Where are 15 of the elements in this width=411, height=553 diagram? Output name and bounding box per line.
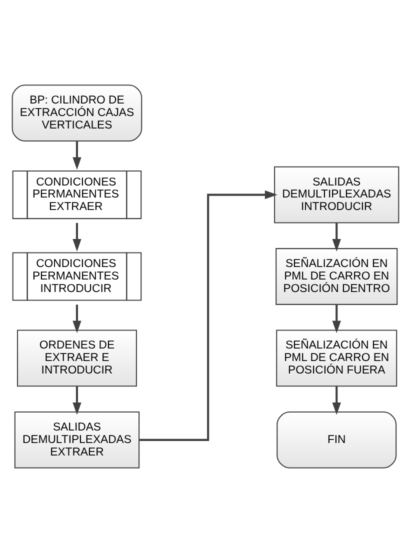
- arrow: [72, 141, 82, 170]
- arrow: [72, 304, 82, 334]
- arrow: [72, 222, 82, 252]
- arrow: [72, 386, 82, 415]
- node-box: SALIDAS DEMULTIPLEXADAS EXTRAER: [14, 411, 140, 468]
- node-box: SALIDAS DEMULTIPLEXADAS INTRODUCIR: [274, 166, 400, 224]
- node-box: FIN: [276, 411, 397, 468]
- arrow: [332, 222, 341, 252]
- arrow: [139, 190, 278, 441]
- arrow: [332, 386, 341, 415]
- node-box: ORDENES DE EXTRAER E INTRODUCIR: [16, 330, 137, 387]
- node-box: SEÑALIZACIÓN EN PML DE CARRO EN POSICIÓN FUERA: [276, 330, 398, 387]
- node-box: BP: CILINDRO DE EXTRACCIÓN CAJAS VERTICALES: [12, 84, 142, 142]
- arrow: [332, 304, 341, 334]
- node-box: SEÑALIZACIÓN EN PML DE CARRO EN POSICIÓN DENTRO: [276, 248, 398, 305]
